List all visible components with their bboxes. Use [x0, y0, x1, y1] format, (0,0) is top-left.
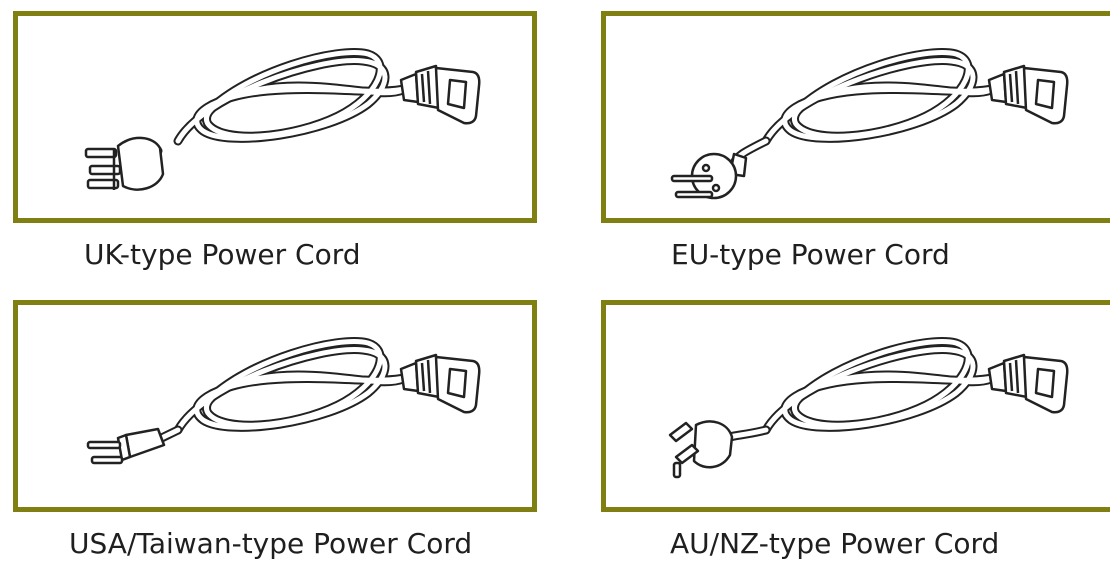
uk-power-cord-illustration — [84, 16, 481, 191]
au-nz-cord-caption: AU/NZ-type Power Cord — [670, 527, 1000, 560]
uk-plug-icon — [84, 136, 165, 191]
usa-taiwan-cord-caption: USA/Taiwan-type Power Cord — [69, 527, 473, 560]
au-plug-icon — [668, 420, 734, 479]
usa-taiwan-power-cord-illustration — [86, 305, 481, 465]
eu-cord-caption: EU-type Power Cord — [671, 238, 950, 271]
eu-plug-icon — [670, 152, 748, 200]
usa-taiwan-cord-frame — [13, 300, 537, 512]
uk-cord-caption: UK-type Power Cord — [84, 238, 361, 271]
eu-cord-frame — [601, 11, 1110, 223]
au-nz-cord-frame — [601, 300, 1110, 512]
us-plug-icon — [86, 427, 166, 465]
uk-cord-frame — [13, 11, 537, 223]
eu-power-cord-illustration — [670, 16, 1069, 200]
au-nz-power-cord-illustration — [668, 305, 1069, 479]
